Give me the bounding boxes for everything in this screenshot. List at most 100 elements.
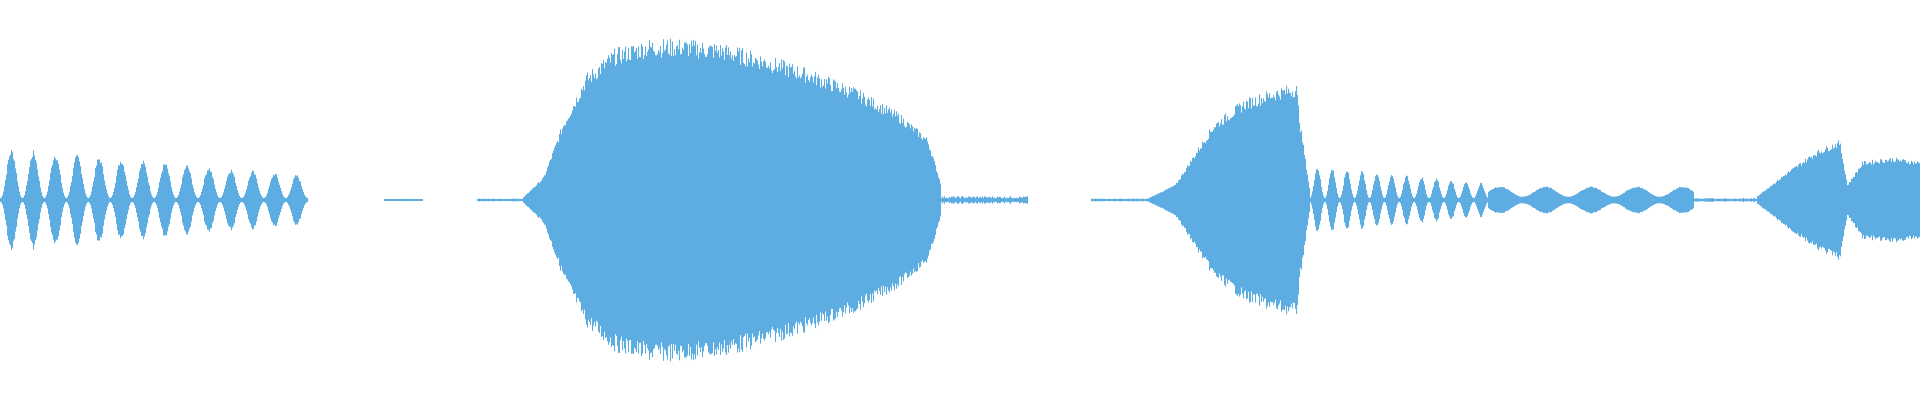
waveform-sample [1884,163,1886,237]
waveform-sample [1810,157,1812,243]
waveform-sample [122,164,124,236]
waveform-sample [1121,198,1123,202]
waveform-sample [890,112,892,288]
waveform-sample [1613,196,1615,204]
waveform-sample [1830,149,1832,251]
waveform-sample [791,66,793,334]
waveform-sample [101,162,103,238]
waveform-sample [1658,196,1660,204]
waveform-sample [655,55,657,345]
waveform-sample [30,160,32,240]
waveform-sample [418,199,420,201]
waveform-sample [982,196,984,204]
waveform-sample [1726,198,1728,202]
waveform-sample [1144,199,1146,201]
waveform-sample [307,198,309,202]
waveform-sample [758,64,760,336]
waveform-sample [1205,143,1207,257]
waveform-sample [1646,190,1648,210]
waveform-sample [1438,182,1440,218]
waveform-sample [1097,198,1099,202]
waveform-sample [1115,198,1117,202]
waveform-sample [699,52,701,348]
waveform-sample [1845,174,1847,226]
waveform-sample [583,85,585,315]
waveform-sample [642,46,644,354]
waveform-sample [1577,193,1579,207]
waveform-sample [1334,177,1336,223]
waveform-sample [1168,188,1170,212]
waveform-sample [1449,183,1451,217]
waveform-sample [1817,151,1819,249]
waveform-sample [1294,96,1296,304]
waveform-sample [1182,173,1184,227]
waveform-sample [817,77,819,323]
waveform-sample [845,86,847,314]
waveform-sample [233,174,235,226]
waveform-sample [1909,164,1911,236]
waveform-sample [1448,185,1450,215]
waveform-sample [1103,198,1105,202]
waveform-sample [855,88,857,312]
waveform-sample [680,54,682,346]
waveform-sample [205,175,207,225]
waveform-sample [534,187,536,213]
waveform-sample [1178,180,1180,220]
waveform-sample [1230,118,1232,282]
waveform-sample [568,118,570,282]
waveform-sample [1901,161,1903,239]
waveform-sample [727,55,729,345]
waveform-sample [1677,187,1679,213]
waveform-sample [1869,162,1871,238]
waveform-sample [666,44,668,356]
waveform-sample [804,67,806,333]
waveform-sample [113,191,115,209]
waveform-sample [703,48,705,352]
waveform-sample [1528,195,1530,205]
waveform-sample [601,63,603,337]
waveform-sample [1503,187,1505,213]
waveform-sample [47,191,49,209]
waveform-sample [1166,189,1168,211]
waveform-sample [185,168,187,232]
waveform-sample [1712,198,1714,202]
waveform-sample [1678,188,1680,212]
waveform-sample [1867,164,1869,236]
waveform-sample [1180,178,1182,222]
waveform-sample [1306,169,1308,231]
waveform-sample [1163,191,1165,209]
waveform-sample [1561,194,1563,206]
waveform-sample [536,185,538,215]
waveform-sample [1263,98,1265,302]
waveform-sample [1570,196,1572,204]
waveform-sample [1798,164,1800,236]
waveform-sample [667,40,669,360]
waveform-sample [1757,196,1759,204]
waveform-sample [909,124,911,276]
waveform-sample [487,199,489,201]
waveform-sample [1864,160,1866,240]
waveform-sample [1856,171,1858,229]
waveform-sample [1018,198,1020,202]
waveform-sample [284,197,286,203]
waveform-sample [1799,163,1801,237]
waveform-sample [1222,124,1224,276]
waveform-sample [510,199,512,201]
waveform-sample [564,125,566,275]
waveform-sample [1148,198,1150,202]
waveform-sample [1910,163,1912,237]
waveform-sample [828,76,830,324]
waveform-sample [951,196,953,204]
waveform-sample [539,183,541,217]
waveform-sample [132,198,134,202]
waveform-sample [1593,187,1595,213]
waveform-sample [486,198,488,202]
waveform-sample [59,169,61,231]
waveform-sample [1917,161,1919,239]
waveform-sample [147,176,149,224]
waveform-sample [785,75,787,325]
waveform-sample [1785,174,1787,226]
waveform-sample [1579,192,1581,208]
waveform-sample [514,198,516,202]
